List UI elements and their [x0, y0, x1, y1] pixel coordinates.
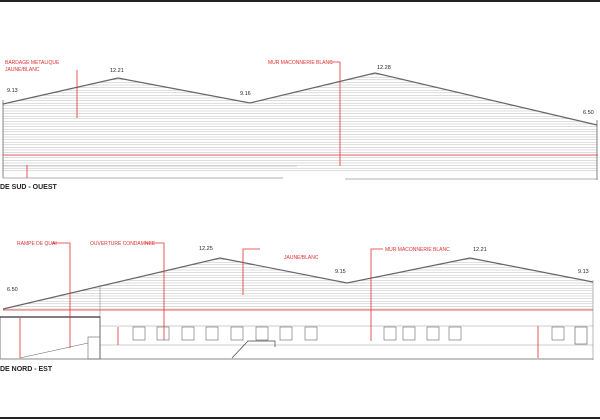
height-mark: 12.21 [473, 247, 487, 253]
elevation-title: DE SUD - OUEST [0, 184, 58, 191]
height-mark: 12.21 [110, 68, 124, 74]
window [304, 326, 318, 341]
leader-line [370, 248, 383, 341]
height-mark: 12.25 [199, 246, 213, 252]
label-jaune-blanc: JAUNE/BLANC [5, 67, 40, 73]
roof-outline [2, 257, 594, 310]
window-row [132, 326, 565, 341]
roof-outline [2, 72, 598, 126]
height-mark: 12.28 [377, 65, 391, 71]
loading-dock [0, 316, 101, 360]
window [132, 326, 146, 341]
elevation-title: DE NORD - EST [0, 366, 53, 373]
leader-line [145, 242, 165, 340]
window [426, 326, 440, 341]
height-mark: 9.13 [578, 269, 589, 275]
elevation-sud-ouest: BARDAGE METALIQUE JAUNE/BLANC MUR MACONN… [0, 60, 598, 191]
leader-line [52, 242, 71, 348]
window [255, 326, 269, 341]
stair [87, 336, 101, 360]
height-mark: 6.50 [7, 287, 18, 293]
height-mark: 6.50 [583, 110, 594, 116]
cladding-hatch [3, 74, 597, 172]
leader-line [242, 248, 260, 295]
window [402, 326, 416, 341]
stair-railing [231, 340, 276, 359]
window [205, 326, 219, 341]
label-jaune-blanc: JAUNE/BLANC [284, 255, 319, 261]
window [448, 326, 462, 341]
label-mur: MUR MACONNERIE BLANC [385, 247, 450, 253]
door [574, 326, 588, 345]
window [156, 326, 170, 341]
label-rampe: RAMPE DE QUAI [17, 241, 57, 247]
height-mark: 9.15 [335, 269, 346, 275]
window [551, 326, 565, 341]
window [383, 326, 397, 341]
ramp [19, 342, 89, 359]
label-ouverture: OUVERTURE CONDAMNEE [90, 241, 156, 247]
label-mur: MUR MACONNERIE BLANC [268, 60, 333, 66]
window [181, 326, 195, 341]
window [279, 326, 293, 341]
height-mark: 9.13 [7, 88, 18, 94]
window [230, 326, 244, 341]
height-mark: 9.16 [240, 91, 251, 97]
elevation-nord-est: RAMPE DE QUAI OUVERTURE CONDAMNEE JAUNE/… [0, 241, 594, 373]
leader-line [330, 61, 341, 166]
label-bardage: BARDAGE METALIQUE [5, 60, 60, 66]
